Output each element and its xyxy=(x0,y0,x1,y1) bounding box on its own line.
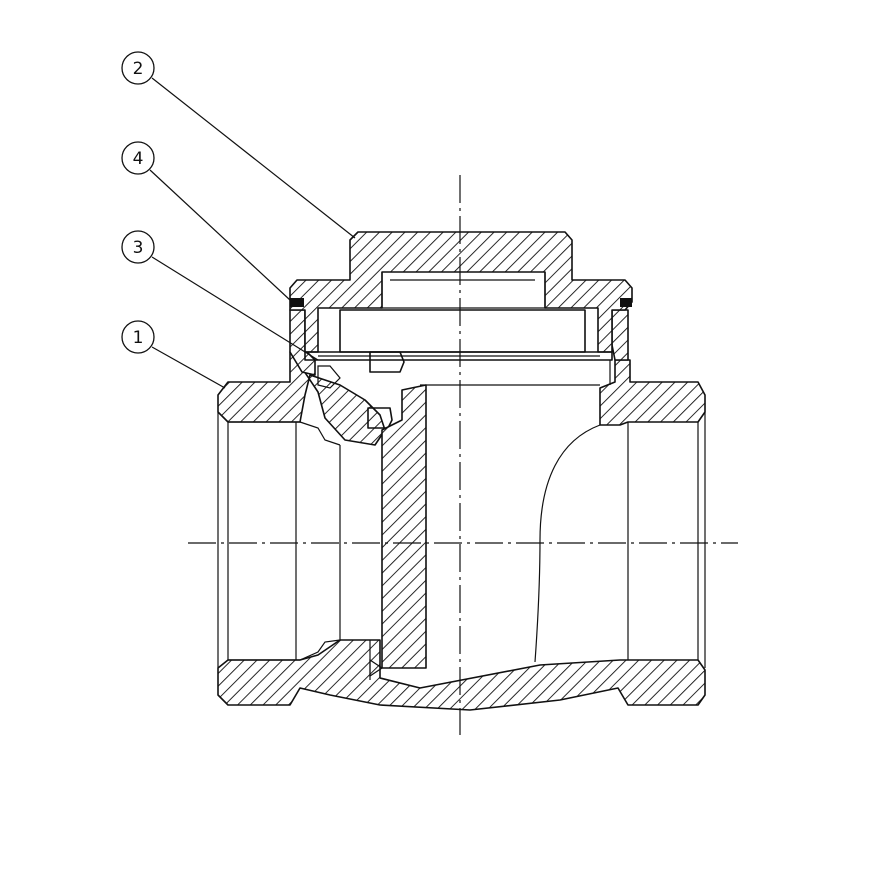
left-port-chamfer-top xyxy=(299,421,341,446)
callout-1-leader xyxy=(151,346,226,389)
callout-2-leader xyxy=(151,77,356,239)
callout-1: 1 xyxy=(121,320,226,389)
callout-2-label: 2 xyxy=(133,59,144,79)
gasket xyxy=(290,298,632,307)
hinge-pin-block xyxy=(369,351,405,373)
bonnet-cap-section xyxy=(289,231,633,353)
right-flow-curve xyxy=(534,424,601,663)
callout-4-leader xyxy=(149,169,291,301)
hinge-plate xyxy=(304,351,613,361)
bonnet-recess xyxy=(381,272,546,309)
bonnet-cap xyxy=(289,231,633,353)
gasket-right xyxy=(620,298,632,307)
callout-4: 4 xyxy=(121,141,291,301)
bonnet-insert xyxy=(339,309,586,353)
left-port-chamfer-bottom xyxy=(299,639,341,661)
callout-1-label: 1 xyxy=(133,328,144,348)
body-right-end-upper xyxy=(599,359,706,426)
hinge-assembly xyxy=(304,351,613,429)
hinge-eye xyxy=(317,365,341,389)
callout-3-leader xyxy=(151,256,319,361)
body-right-neck xyxy=(611,309,629,361)
callout-3: 3 xyxy=(121,230,319,361)
body-left-end-lower xyxy=(217,639,706,711)
swing-disc xyxy=(381,384,427,669)
valve-body xyxy=(217,309,706,711)
hinge-pin-lower xyxy=(367,407,393,429)
callout-2: 2 xyxy=(121,51,356,239)
callout-4-label: 4 xyxy=(133,149,144,169)
gasket-left xyxy=(290,298,304,307)
callout-3-label: 3 xyxy=(133,238,144,258)
